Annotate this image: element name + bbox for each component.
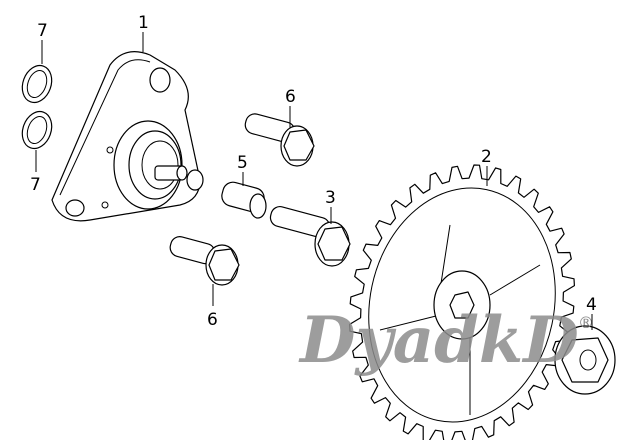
- svg-text:6: 6: [285, 87, 296, 107]
- callout-1: 1: [138, 13, 149, 52]
- oil-pump-body: [51, 51, 204, 222]
- svg-text:7: 7: [37, 21, 48, 41]
- callout-5: 5: [237, 153, 248, 186]
- o-ring-bottom: [21, 110, 53, 150]
- callout-6-top: 6: [285, 87, 296, 128]
- collar: [221, 181, 267, 219]
- o-ring-top: [21, 64, 53, 104]
- watermark-logo: DyadkD ®: [298, 303, 594, 378]
- svg-text:3: 3: [325, 188, 336, 208]
- callout-4: 4: [586, 295, 597, 330]
- svg-text:6: 6: [207, 310, 218, 330]
- svg-text:4: 4: [586, 295, 597, 315]
- svg-text:7: 7: [30, 175, 41, 195]
- callout-2: 2: [481, 147, 492, 186]
- svg-text:DyadkD: DyadkD: [298, 303, 579, 378]
- bolt-top: [244, 113, 315, 167]
- svg-text:®: ®: [578, 313, 594, 332]
- driven-gear: [349, 164, 575, 440]
- bolt-middle: [269, 205, 351, 267]
- svg-text:5: 5: [237, 153, 248, 173]
- bolt-bottom: [169, 236, 240, 286]
- svg-text:2: 2: [481, 147, 492, 167]
- svg-text:1: 1: [138, 13, 149, 33]
- callout-7-bottom: 7: [30, 150, 41, 195]
- callout-7-top: 7: [37, 21, 48, 64]
- callout-6-bottom: 6: [207, 284, 218, 330]
- callout-3: 3: [325, 188, 336, 224]
- flange-nut: [554, 325, 616, 395]
